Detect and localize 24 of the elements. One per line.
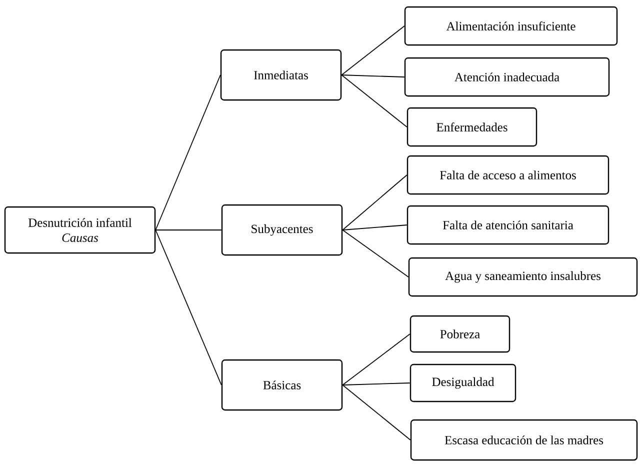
connector-line	[342, 230, 409, 278]
box: Enfermedades	[406, 107, 538, 147]
box: Falta de atención sanitaria	[406, 205, 610, 245]
connector-line	[155, 74, 221, 230]
box: Escasa educación de las madres	[410, 419, 638, 461]
connector-line	[341, 74, 408, 128]
connector-line	[341, 74, 405, 78]
connector-line	[155, 230, 222, 386]
connector-line	[342, 174, 408, 230]
box: Agua y saneamiento insalubres	[408, 257, 638, 297]
box: Básicas	[221, 359, 343, 411]
box: Atención inadecuada	[404, 57, 610, 97]
box: Desigualdad	[410, 364, 516, 402]
box: Desnutrición infantil Causas	[4, 206, 156, 254]
box: Subyacentes	[221, 204, 343, 256]
connector-line	[342, 224, 408, 230]
box: Alimentación insuficiente	[404, 6, 618, 46]
connector-line	[342, 382, 410, 386]
box: Pobreza	[410, 315, 510, 353]
box: Inmediatas	[220, 49, 342, 101]
box: Falta de acceso a alimentos	[406, 155, 610, 195]
connector-line	[342, 334, 410, 386]
connector-line	[342, 384, 411, 440]
connector-line	[341, 26, 405, 76]
